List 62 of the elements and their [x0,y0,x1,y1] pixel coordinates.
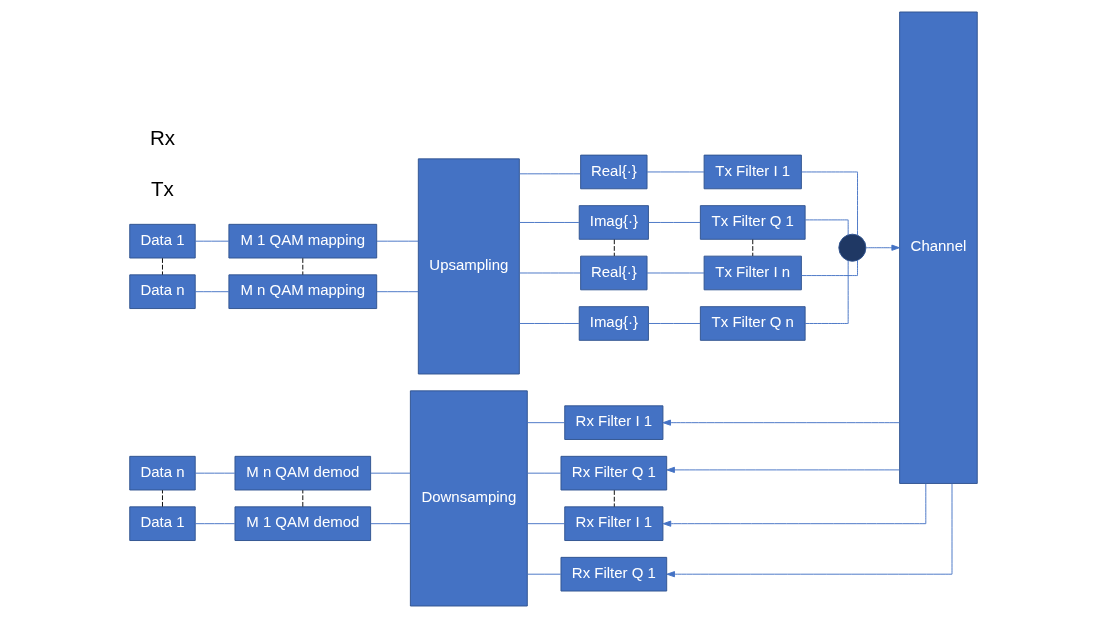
node-box: Downsamping [409,390,528,607]
connector [194,291,230,293]
connector [526,422,565,424]
connector [194,472,236,474]
label: Rx [149,126,176,150]
node-box: Tx Filter Q n [699,306,806,341]
node-box: Rx Filter I 1 [564,405,664,440]
connector [370,523,411,525]
node-box: M 1 QAM mapping [228,223,378,259]
node-box: Rx Filter Q 1 [560,556,668,592]
connector [162,257,163,276]
connector [648,323,701,324]
connector [648,222,701,223]
connector [519,272,581,274]
node-box: M n QAM mapping [228,274,378,309]
node-box: Rx Filter Q 1 [560,455,668,491]
connector [646,272,705,274]
arrow [666,466,901,473]
node-circle [838,233,867,262]
connector [162,489,163,508]
node-box: Data n [129,455,196,491]
connector [519,222,580,223]
connector [194,240,230,242]
connector [302,489,304,508]
node-box: Real{·} [580,255,648,291]
connector [519,323,580,324]
node-box: Real{·} [580,154,648,190]
connector [376,291,419,293]
connector [801,171,858,236]
connector [752,239,754,257]
node-box: Tx Filter I 1 [703,154,802,190]
connector [646,171,705,173]
connector [526,472,562,474]
node-box: Imag{·} [578,205,649,240]
connector [526,573,562,575]
arrow [662,419,901,426]
connector [302,257,304,276]
connector [801,259,858,277]
connector [613,489,615,508]
node-box: Data 1 [129,223,196,259]
node-box: Data 1 [129,506,196,541]
node-box: Tx Filter I n [703,255,802,291]
arrow [662,483,927,527]
connector [526,523,565,525]
node-box: Imag{·} [578,306,649,341]
node-box: Rx Filter I 1 [564,506,664,541]
node-box: M n QAM demod [234,455,372,491]
connector [370,472,411,474]
connector [804,260,849,324]
node-box: Data n [129,274,196,309]
node-box: Upsampling [417,158,520,375]
connector [194,523,236,525]
connector [376,240,419,242]
node-box: M 1 QAM demod [234,506,372,541]
node-box: Channel [899,11,978,484]
arrow [666,483,953,578]
connector [613,239,615,257]
connector [519,173,581,175]
arrow [865,244,900,251]
label: Tx [151,176,174,200]
node-box: Tx Filter Q 1 [699,205,806,240]
connector [804,219,849,236]
